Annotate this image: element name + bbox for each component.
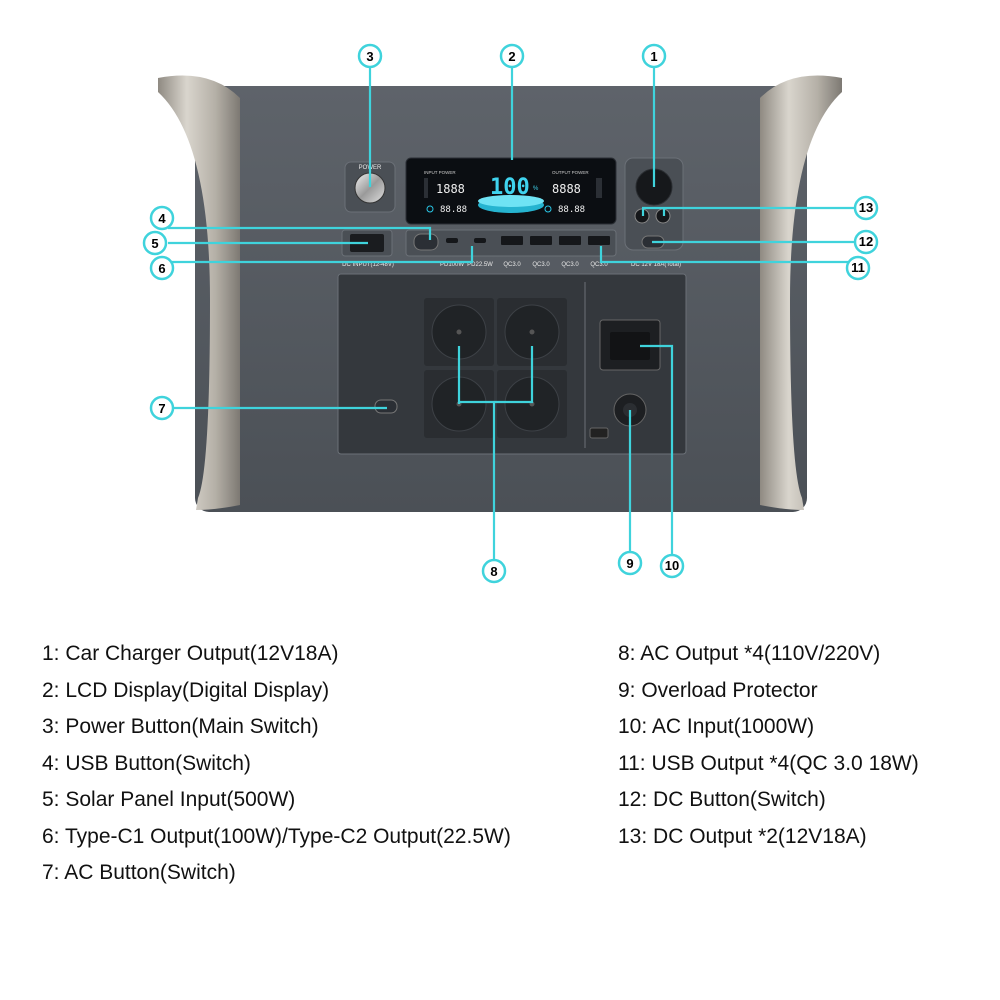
callout-1: 1 xyxy=(641,43,667,69)
svg-text:3: 3 xyxy=(366,49,373,64)
dc-total-label: DC 12V 18A(Total) xyxy=(631,262,681,268)
right-handle xyxy=(760,75,842,510)
lcd-right-small: 88.88 xyxy=(558,205,585,215)
legend-item: 1: Car Charger Output(12V18A) xyxy=(42,642,339,665)
legend-item: 9: Overload Protector xyxy=(618,678,818,702)
legend-item: 6: Type-C1 Output(100W)/Type-C2 Output(2… xyxy=(42,824,511,848)
callout-11: 11 xyxy=(845,255,871,281)
lcd-display: INPUT POWER OUTPUT POWER 1888 8888 100 %… xyxy=(405,157,617,225)
svg-text:9: 9 xyxy=(626,556,633,571)
lcd-left-small: 88.88 xyxy=(440,205,467,215)
svg-text:1: 1 xyxy=(650,49,657,64)
svg-text:7: 7 xyxy=(158,401,165,416)
legend-item: 2: LCD Display(Digital Display) xyxy=(42,678,330,702)
qc4-label: QC3.0 xyxy=(590,262,608,268)
svg-text:2: 2 xyxy=(508,49,515,64)
legend-item: 12: DC Button(Switch) xyxy=(618,788,826,811)
callout-8: 8 xyxy=(481,558,507,584)
svg-text:6: 6 xyxy=(158,261,165,276)
qc3-label: QC3.0 xyxy=(561,262,579,268)
legend-item: 7: AC Button(Switch) xyxy=(42,861,236,884)
dc-input-label: DC INPUT(12-48V) xyxy=(342,262,394,268)
qc2-label: QC3.0 xyxy=(532,262,550,268)
lcd-output-power-label: OUTPUT POWER xyxy=(552,170,589,175)
callout-3: 3 xyxy=(357,43,383,69)
callout-2: 2 xyxy=(499,43,525,69)
legend-left: 1: Car Charger Output(12V18A) 2: LCD Dis… xyxy=(42,636,511,892)
svg-text:8: 8 xyxy=(490,564,497,579)
callout-5: 5 xyxy=(142,230,168,256)
callout-4: 4 xyxy=(149,205,175,231)
pd100-label: PD100W xyxy=(440,262,464,268)
lcd-input-power-label: INPUT POWER xyxy=(424,170,456,175)
pd22-label: PD22.5W xyxy=(467,262,493,268)
usb-button[interactable] xyxy=(413,233,439,251)
lcd-input-value: 1888 xyxy=(436,182,465,196)
leader-lines xyxy=(168,67,856,560)
lcd-percent-unit: % xyxy=(533,186,539,192)
lcd-output-value: 8888 xyxy=(552,182,581,196)
ac-panel xyxy=(337,273,687,455)
svg-text:4: 4 xyxy=(158,211,166,226)
callout-6: 6 xyxy=(149,255,175,281)
svg-text:13: 13 xyxy=(859,200,873,215)
ac-input-port[interactable] xyxy=(599,319,661,371)
callout-13: 13 xyxy=(853,195,879,221)
legend-item: 11: USB Output *4(QC 3.0 18W) xyxy=(618,751,919,775)
ac-button[interactable] xyxy=(374,399,398,414)
svg-text:5: 5 xyxy=(151,236,158,251)
power-station-diagram: POWER INPUT POWER OUTPUT POWER 1888 8888… xyxy=(142,43,879,584)
callout-9: 9 xyxy=(617,550,643,576)
callout-12: 12 xyxy=(853,229,879,255)
legend-item: 4: USB Button(Switch) xyxy=(42,751,251,775)
usb-port-panel: PD100W PD22.5W QC3.0 QC3.0 QC3.0 QC3.0 D… xyxy=(405,229,681,268)
callout-7: 7 xyxy=(149,395,175,421)
svg-text:12: 12 xyxy=(859,234,873,249)
svg-text:11: 11 xyxy=(851,260,865,275)
callouts: 1 2 3 4 5 6 7 8 9 10 11 12 13 xyxy=(142,43,879,584)
legend-item: 10: AC Input(1000W) xyxy=(618,715,815,738)
svg-text:10: 10 xyxy=(665,558,679,573)
legend-item: 8: AC Output *4(110V/220V) xyxy=(618,642,881,665)
qc1-label: QC3.0 xyxy=(503,262,521,268)
callout-10: 10 xyxy=(659,553,685,579)
legend-item: 3: Power Button(Main Switch) xyxy=(42,715,319,738)
legend-right: 8: AC Output *4(110V/220V) 9: Overload P… xyxy=(618,636,919,855)
left-handle xyxy=(158,75,240,510)
legend-item: 5: Solar Panel Input(500W) xyxy=(42,788,296,811)
legend-item: 13: DC Output *2(12V18A) xyxy=(618,824,867,848)
